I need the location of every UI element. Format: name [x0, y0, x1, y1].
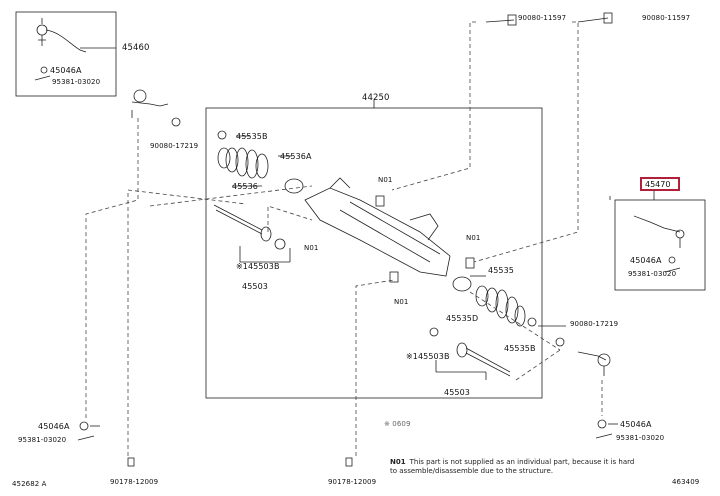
inset-box-left	[15, 11, 117, 97]
bolt-top-b	[577, 12, 613, 24]
part-45046A-label-tl[interactable]: 45046A	[50, 66, 82, 75]
bolt-top-a	[485, 14, 517, 26]
inner-rod-right	[429, 327, 511, 377]
part-90080-11597-label-b[interactable]: 90080-11597	[642, 14, 691, 22]
tie-rod-end-left	[131, 89, 169, 118]
part-45536-label[interactable]: 45536	[232, 182, 258, 191]
part-45503-label-b[interactable]: 45503	[444, 388, 470, 397]
part-45503B-label-b[interactable]: ※145503B	[406, 352, 450, 361]
part-95381-label-r[interactable]: 95381-03020	[628, 270, 677, 278]
tie-rod-end-right	[555, 337, 611, 376]
tie-rod-end-right-inset	[633, 215, 685, 273]
n01-label-d: N01	[394, 298, 409, 306]
part-95381-label-br[interactable]: 95381-03020	[616, 434, 665, 442]
part-90080-17219-label-b[interactable]: 90080-17219	[570, 320, 619, 328]
part-44250-label[interactable]: 44250	[362, 93, 390, 103]
tie-rod-end-left-upper	[34, 18, 87, 81]
n01-label-a: N01	[378, 176, 393, 184]
part-95381-label-tl[interactable]: 95381-03020	[52, 78, 101, 86]
n01-label-b: N01	[304, 244, 319, 252]
reference-mark: ※ 0609	[384, 420, 411, 428]
part-90178-12009-label-a[interactable]: 90178-12009	[110, 478, 159, 486]
part-45503B-label-a[interactable]: ※145503B	[236, 262, 280, 271]
part-90080-17219-label-a[interactable]: 90080-17219	[150, 142, 199, 150]
rack-housing	[304, 177, 451, 277]
n01-label-c: N01	[466, 234, 481, 242]
part-45535B-label-a[interactable]: 45535B	[236, 132, 268, 141]
part-45046A-label-br[interactable]: 45046A	[620, 420, 652, 429]
boot-left	[217, 147, 269, 179]
part-45460-label[interactable]: 45460	[122, 43, 150, 53]
main-assembly-box	[205, 107, 543, 399]
part-45503-label-a[interactable]: 45503	[242, 282, 268, 291]
highlighted-part-45470[interactable]: 45470	[640, 177, 680, 191]
footnote-text: This part is not supplied as an individu…	[390, 458, 635, 475]
part-45535B-label-b[interactable]: 45535B	[504, 344, 536, 353]
part-45046A-label-r[interactable]: 45046A	[630, 256, 662, 265]
inset-box-right	[614, 199, 706, 291]
part-90080-11597-label-a[interactable]: 90080-11597	[518, 14, 567, 22]
boot-right	[475, 285, 526, 327]
part-45536A-label[interactable]: 45536A	[280, 152, 312, 161]
part-95381-label-bl[interactable]: 95381-03020	[18, 436, 67, 444]
footnote-tag: N01	[390, 458, 406, 466]
diagram-id: 452682 A	[12, 480, 47, 488]
diagram-id-right: 463409	[672, 478, 700, 486]
part-45535-label[interactable]: 45535	[488, 266, 514, 275]
inner-rod-left	[213, 204, 272, 242]
part-45046A-label-bl[interactable]: 45046A	[38, 422, 70, 431]
part-45535D-label[interactable]: 45535D	[446, 314, 479, 323]
part-90178-12009-label-b[interactable]: 90178-12009	[328, 478, 377, 486]
